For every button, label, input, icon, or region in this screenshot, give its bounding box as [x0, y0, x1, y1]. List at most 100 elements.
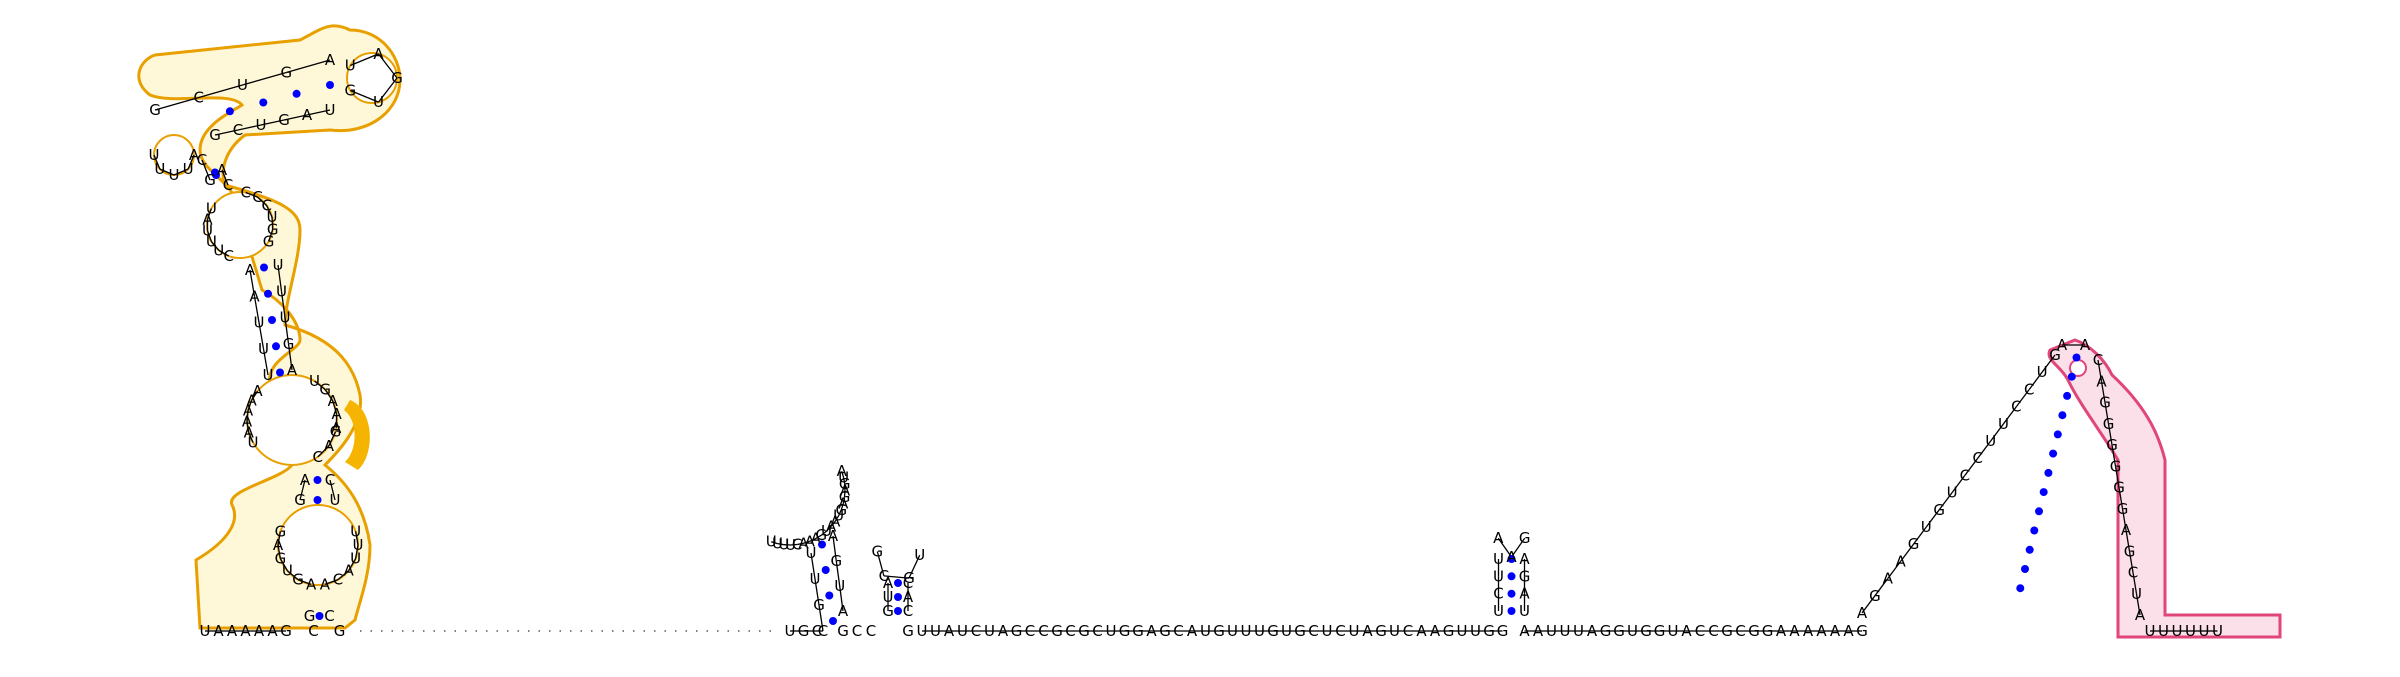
nucleotide: A: [1362, 622, 1373, 640]
nucleotide: G: [330, 423, 342, 441]
backbone-link: [284, 317, 290, 344]
nucleotide: A: [302, 106, 313, 124]
nucleotide: G: [813, 596, 825, 614]
backbone-link: [1977, 440, 1992, 459]
backbone-link: [214, 129, 239, 136]
nucleotide: A: [2057, 336, 2068, 354]
nucleotide: U: [237, 76, 248, 94]
backbone-link: [248, 432, 254, 443]
nucleotide: C: [818, 622, 828, 640]
base-pair-dot: [326, 81, 334, 89]
backbone: [153, 53, 2218, 632]
backbone-link: [2121, 508, 2127, 531]
nucleotide: G: [334, 622, 346, 640]
nucleotide: U: [821, 522, 832, 540]
nucleotide: A: [1843, 622, 1854, 640]
nucleotide: U: [1281, 622, 1292, 640]
nucleotide: C: [194, 89, 204, 107]
backbone-link: [771, 541, 778, 545]
base-pair-dot: [2058, 411, 2067, 420]
backbone-link: [1925, 509, 1940, 528]
base-pair-dot: [315, 612, 324, 620]
nucleotide: U: [2037, 363, 2048, 381]
nucleotide: A: [373, 45, 384, 63]
backbone-link: [2128, 551, 2134, 573]
nucleotide: C: [1173, 622, 1183, 640]
backbone-link: [818, 604, 824, 632]
nucleotide: U: [1241, 622, 1252, 640]
nucleotide: U: [1573, 622, 1584, 640]
nucleotide: U: [256, 116, 267, 134]
nucleotide: A: [227, 622, 238, 640]
nucleotide: A: [2096, 372, 2107, 390]
nucleotide: A: [805, 532, 816, 550]
nucleotide: U: [258, 340, 269, 358]
nucleotide: C: [1065, 622, 1075, 640]
backbone-link: [815, 534, 822, 540]
base-pair-dot: [1507, 572, 1516, 581]
nucleotide: A: [1776, 622, 1787, 640]
nucleotide: G: [1213, 622, 1225, 640]
nucleotide: C: [325, 471, 335, 489]
nucleotide: C: [2093, 351, 2103, 369]
nucleotide: U: [1985, 432, 1996, 450]
nucleotide: G: [149, 101, 161, 119]
base-pair-dot: [276, 368, 284, 377]
backbone-link: [348, 558, 357, 572]
backbone-link: [210, 241, 220, 251]
nucleotide: U: [1519, 602, 1530, 620]
nucleotide: A: [837, 462, 848, 480]
nucleotide: A: [840, 482, 851, 500]
nucleotide: G: [283, 335, 295, 353]
backbone-link: [153, 154, 161, 170]
base-pair-dot: [821, 566, 830, 574]
nucleotide: U: [914, 546, 925, 564]
nucleotide: A: [2080, 336, 2091, 354]
nucleotide: A: [830, 512, 841, 530]
nucleotide: U: [1322, 622, 1333, 640]
nucleotide: C: [252, 188, 262, 206]
base-pair-dot: [264, 289, 272, 298]
nucleotide: A: [838, 602, 849, 620]
nucleotide: U: [883, 588, 894, 606]
nucleotide: U: [254, 314, 265, 332]
nucleotide: A: [202, 210, 213, 228]
nucleotide: U: [772, 535, 783, 553]
nucleotide: G: [1375, 622, 1387, 640]
backbone-link: [249, 269, 256, 297]
backbone-link: [1874, 578, 1889, 597]
nucleotide: U: [183, 160, 194, 178]
nucleotide: C: [2011, 398, 2021, 416]
nucleotide: G: [1132, 622, 1144, 640]
nucleotide: G: [835, 501, 847, 519]
nucleotide: C: [1708, 622, 1718, 640]
nucleotide: A: [1533, 622, 1544, 640]
backbone-link: [306, 109, 331, 116]
base-pair-dot: [2016, 584, 2025, 593]
nucleotide: U: [806, 544, 817, 562]
nucleotide: A: [1506, 548, 1517, 566]
nucleotide: U: [2158, 622, 2169, 640]
nucleotide: U: [350, 522, 361, 540]
nucleotide: U: [1349, 622, 1360, 640]
nucleotide: G: [275, 522, 287, 540]
nucleotide: C: [1025, 622, 1035, 640]
nucleotide: A: [287, 361, 298, 379]
backbone-link: [287, 343, 293, 371]
nucleotide: A: [189, 146, 200, 164]
backbone-link: [237, 124, 262, 131]
backbone-link: [908, 554, 921, 579]
nucleotide: G: [1748, 622, 1760, 640]
nucleotide: G: [1762, 622, 1774, 640]
backbone-link: [842, 477, 846, 485]
nucleotide: U: [1947, 484, 1958, 502]
nucleotide: G: [903, 569, 915, 587]
nucleotide: A: [826, 518, 837, 536]
backbone-link: [253, 296, 260, 323]
nucleotide: A: [245, 261, 256, 279]
nucleotide: A: [320, 575, 331, 593]
nucleotide: G: [2049, 346, 2061, 364]
nucleotide: C: [1960, 466, 1970, 484]
nucleotide: U: [1200, 622, 1211, 640]
nucleotide: A: [903, 588, 914, 606]
